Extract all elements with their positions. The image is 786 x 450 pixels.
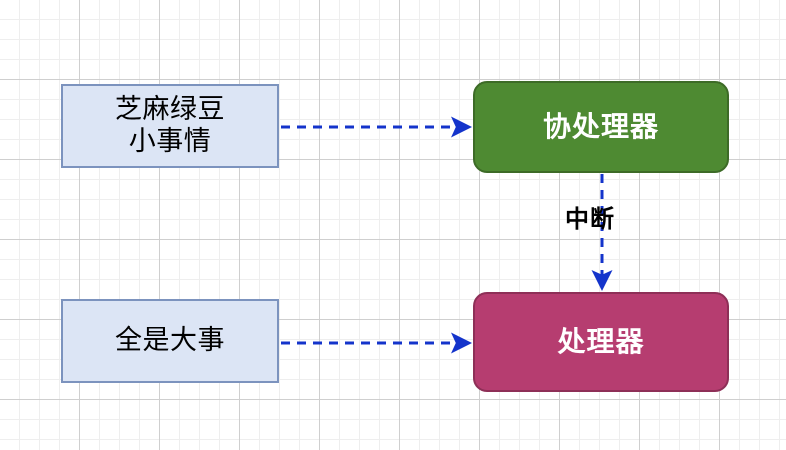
node-note-small-matters[interactable]: 芝麻绿豆 小事情 — [61, 84, 279, 168]
node-coprocessor[interactable]: 协处理器 — [473, 81, 729, 173]
node-label-note-small-matters: 芝麻绿豆 小事情 — [115, 94, 225, 157]
node-label-coprocessor: 协处理器 — [542, 110, 659, 144]
node-note-big-matters[interactable]: 全是大事 — [61, 299, 279, 383]
node-processor[interactable]: 处理器 — [473, 292, 729, 392]
node-label-note-big-matters: 全是大事 — [115, 325, 225, 357]
edge-label-interrupt: 中断 — [565, 205, 615, 233]
node-label-processor: 处理器 — [557, 325, 645, 359]
